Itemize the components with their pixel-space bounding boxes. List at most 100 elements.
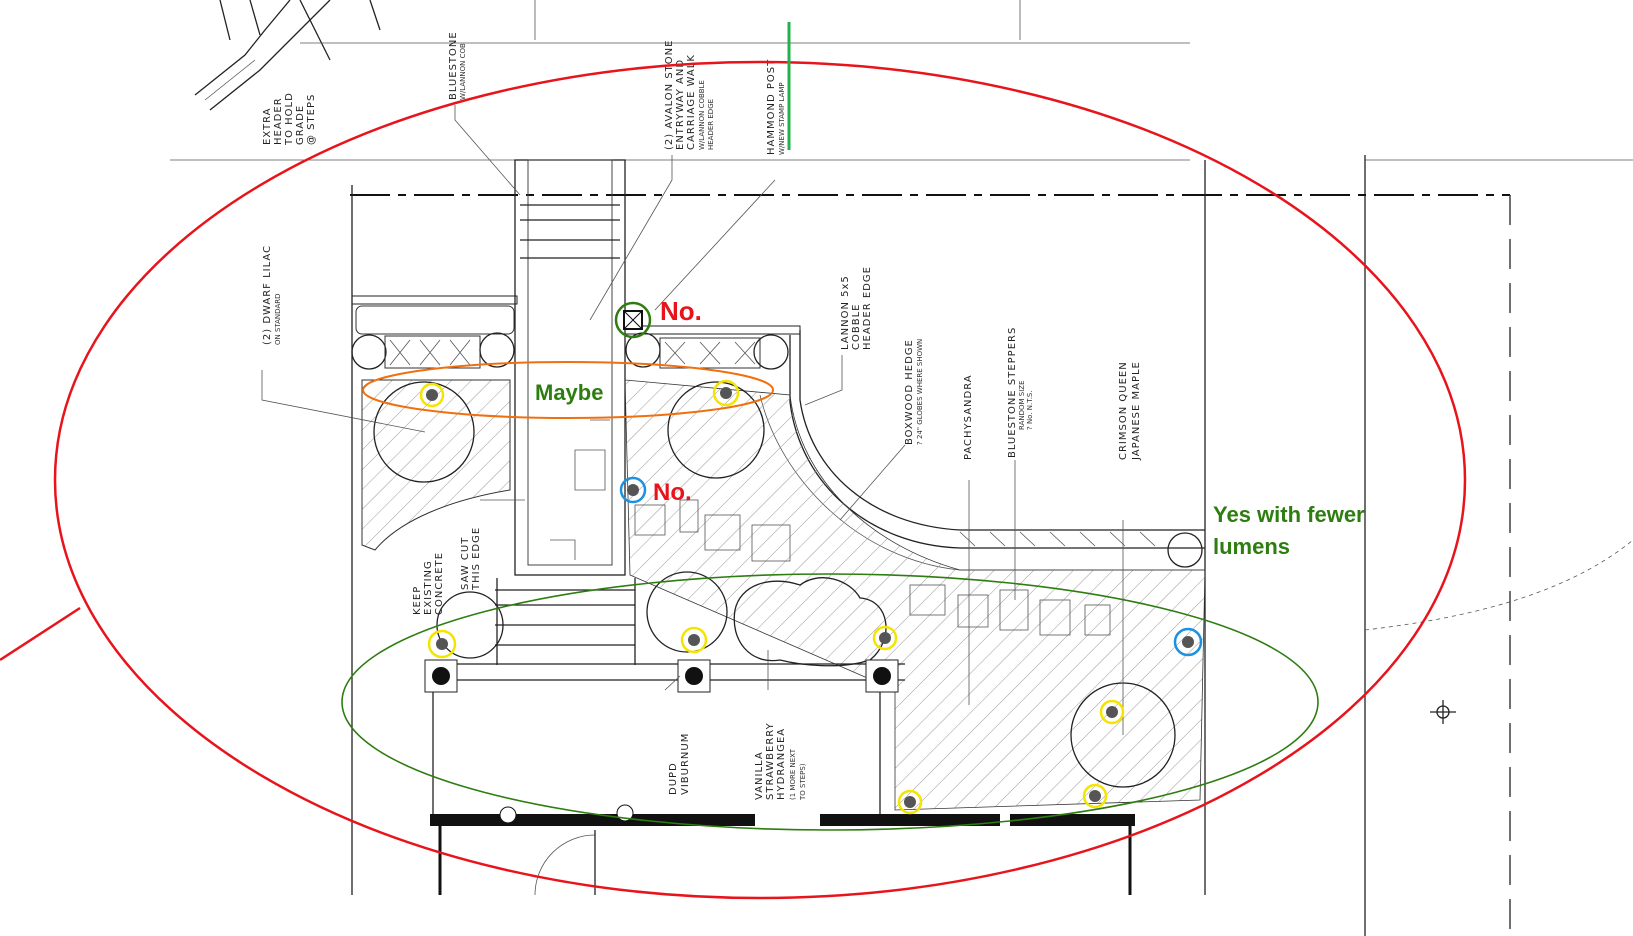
light-fixture-icon: [426, 389, 438, 401]
annotation-maybe: Maybe: [535, 380, 603, 405]
label-line: STRAWBERRY: [765, 722, 776, 800]
label-maple: CRIMSON QUEEN JAPANESE MAPLE: [1118, 361, 1142, 461]
annotation-yes-line1: Yes with fewer: [1213, 502, 1365, 527]
yellow-fixture-circle: [872, 625, 898, 651]
label-line: ENTRYWAY AND: [675, 59, 686, 150]
label-line: ? 24" GLOBES WHERE SHOWN: [916, 339, 924, 445]
label-line: TO STEPS): [799, 763, 807, 801]
label-line: KEEP: [412, 586, 423, 615]
label-keep-concrete: KEEP EXISTING CONCRETE: [412, 552, 445, 615]
label-avalon: (2) AVALON STONE ENTRYWAY AND CARRIAGE W…: [664, 40, 715, 150]
label-line: (2) DWARF LILAC: [262, 245, 273, 345]
label-line: TO HOLD: [284, 92, 295, 146]
label-line: COBBLE: [851, 304, 862, 350]
review-annotations: No. Maybe No. Yes with fewer lumens: [0, 22, 1467, 900]
label-line: SAW CUT: [460, 537, 471, 590]
light-fixture-icon: [1089, 790, 1101, 802]
entry-walkway: [514, 159, 626, 576]
light-fixture-icon: [688, 634, 700, 646]
label-line: LANNON 5x5: [840, 275, 851, 350]
label-line: CRIMSON QUEEN: [1118, 361, 1129, 460]
reference-lines: [170, 0, 1633, 936]
column: [677, 659, 711, 693]
yes-group-ellipse: [341, 573, 1319, 831]
label-line: BOXWOOD HEDGE: [904, 339, 915, 445]
label-line: PACHYSANDRA: [963, 374, 974, 460]
yellow-fixture-circle: [680, 626, 708, 654]
yellow-fixture-circle: [712, 379, 740, 407]
label-line: HEADER EDGE: [707, 99, 715, 150]
post-lamp-circle: [614, 301, 652, 339]
annotation-yes-line2: lumens: [1213, 534, 1290, 559]
maybe-group-ellipse: [362, 361, 774, 419]
stepping-stones: [634, 499, 1111, 636]
label-line: HEADER: [273, 97, 284, 145]
light-fixture-icon: [879, 632, 891, 644]
light-fixture-icon: [436, 638, 448, 650]
survey-marker: [1430, 700, 1456, 724]
label-line: HAMMOND POST: [766, 59, 777, 155]
stair-sketch: [194, 0, 381, 111]
column: [424, 659, 458, 693]
label-line: BLUESTONE STEPPERS: [1007, 327, 1018, 458]
column: [865, 659, 899, 693]
label-line: ? No. N.T.S.: [1026, 390, 1034, 430]
label-line: ON STANDARD: [274, 294, 282, 345]
label-line: EXISTING: [423, 560, 434, 615]
label-saw-cut: SAW CUT THIS EDGE: [460, 527, 482, 591]
maybe-label-bg: [533, 376, 608, 404]
yellow-fixture-circle: [1099, 699, 1125, 725]
yellow-fixture-circle: [1082, 783, 1108, 809]
label-line: W/LANNON COB: [459, 43, 467, 100]
label-extra-header: EXTRA HEADER TO HOLD GRADE @ STEPS: [262, 92, 317, 146]
yellow-fixture-circle: [897, 789, 923, 815]
scope-pointer-line: [0, 606, 81, 662]
label-viburnum: DUPD VIBURNUM: [668, 733, 691, 795]
label-hammond: HAMMOND POST W/NEW STAMP LAMP: [766, 59, 786, 155]
label-dwarf-lilac: (2) DWARF LILAC ON STANDARD: [262, 245, 282, 345]
label-line: W/NEW STAMP LAMP: [778, 82, 786, 155]
blue-fixture-circle: [619, 476, 647, 504]
annotation-no-post-lamp: No.: [660, 296, 702, 326]
label-hydrangea: VANILLA STRAWBERRY HYDRANGEA (1 MORE NEX…: [754, 722, 807, 801]
label-line: VANILLA: [754, 751, 765, 800]
label-line: HYDRANGEA: [776, 728, 787, 800]
yellow-fixture-circle: [419, 382, 445, 408]
label-line: DUPD: [668, 762, 679, 795]
bed-right: [624, 379, 1206, 811]
label-line: THIS EDGE: [471, 527, 482, 591]
label-pachysandra: PACHYSANDRA: [963, 374, 974, 460]
light-fixture-icon: [1106, 706, 1118, 718]
leader-lines: [261, 105, 1016, 705]
label-line: VIBURNUM: [680, 733, 691, 795]
label-line: JAPANESE MAPLE: [1131, 361, 1142, 461]
light-fixture-icon: [904, 796, 916, 808]
label-line: EXTRA: [262, 108, 273, 146]
house-wall: [430, 804, 1135, 896]
porch: [424, 578, 905, 820]
annotation-no-fixture: No.: [653, 479, 692, 506]
label-line: GRADE: [295, 105, 306, 145]
label-line: CONCRETE: [434, 552, 445, 615]
label-line: W/LANNON COBBLE: [698, 80, 706, 150]
light-fixture-icon: [627, 484, 639, 496]
label-line: HEADER EDGE: [862, 266, 873, 350]
trees: [351, 332, 1203, 788]
label-boxwood: BOXWOOD HEDGE ? 24" GLOBES WHERE SHOWN: [904, 339, 924, 445]
light-fixtures: [426, 310, 1194, 808]
label-bluestone-walk: BLUESTONE W/LANNON COB: [448, 31, 467, 100]
post-lamp-icon: [623, 310, 643, 330]
label-line: (1 MORE NEXT: [789, 748, 797, 800]
label-line: RANDOM SIZE: [1018, 381, 1026, 431]
light-fixture-icon: [1182, 636, 1194, 648]
blue-fixture-circle: [1173, 627, 1203, 657]
label-lannon-edge: LANNON 5x5 COBBLE HEADER EDGE: [840, 266, 873, 350]
label-line: (2) AVALON STONE: [664, 40, 675, 150]
label-line: BLUESTONE: [448, 31, 459, 100]
light-fixture-icon: [720, 387, 732, 399]
label-line: CARRIAGE WALK: [686, 54, 697, 150]
label-steppers: BLUESTONE STEPPERS RANDOM SIZE ? No. N.T…: [1007, 327, 1034, 458]
label-line: @ STEPS: [306, 94, 317, 145]
